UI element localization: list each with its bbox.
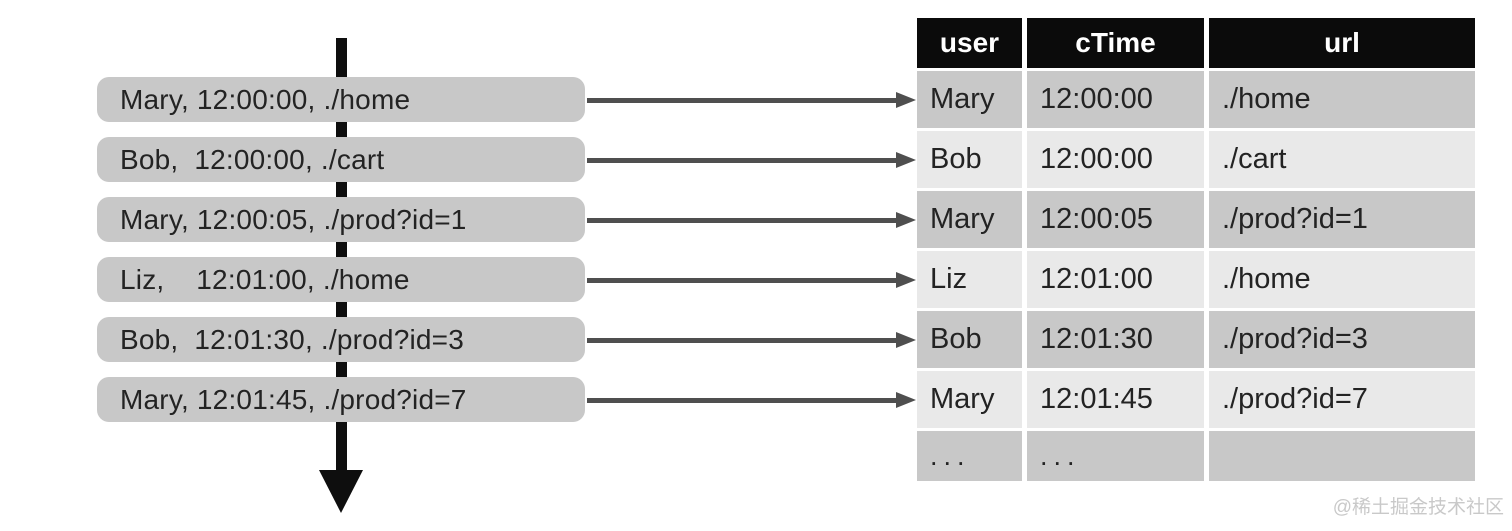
event-box: Mary, 12:01:45, ./prod?id=7 (97, 377, 585, 422)
event-box: Liz, 12:01:00, ./home (97, 257, 585, 302)
column-header-user: user (917, 18, 1022, 68)
log-table: user cTime url Mary 12:00:00 ./home Bob … (917, 18, 1475, 481)
arrow-line (587, 338, 900, 343)
column-header-url: url (1209, 18, 1475, 68)
arrow-line (587, 98, 900, 103)
cell-user: Bob (917, 311, 1022, 368)
event-box: Bob, 12:00:00, ./cart (97, 137, 585, 182)
event-box: Bob, 12:01:30, ./prod?id=3 (97, 317, 585, 362)
arrow-head-icon (896, 92, 916, 108)
flow-arrow-icon (587, 212, 916, 228)
cell-ctime-ellipsis: ... (1027, 431, 1204, 481)
cell-url: ./home (1209, 251, 1475, 308)
arrow-line (587, 158, 900, 163)
arrow-line (587, 278, 900, 283)
event-box: Mary, 12:00:00, ./home (97, 77, 585, 122)
cell-user: Bob (917, 131, 1022, 188)
flow-arrow-icon (587, 92, 916, 108)
timeline-line (336, 38, 347, 470)
event-label: Mary, 12:00:00, ./home (120, 83, 411, 115)
arrow-line (587, 218, 900, 223)
arrow-head-icon (896, 332, 916, 348)
timeline-arrowhead-icon (319, 470, 363, 513)
cell-ctime: 12:00:00 (1027, 71, 1204, 128)
cell-url-empty (1209, 431, 1475, 481)
cell-url: ./cart (1209, 131, 1475, 188)
cell-ctime: 12:01:45 (1027, 371, 1204, 428)
cell-url: ./prod?id=7 (1209, 371, 1475, 428)
flow-arrow-icon (587, 152, 916, 168)
cell-ctime: 12:00:05 (1027, 191, 1204, 248)
arrow-head-icon (896, 392, 916, 408)
event-label: Bob, 12:00:00, ./cart (120, 143, 385, 175)
cell-url: ./prod?id=3 (1209, 311, 1475, 368)
arrow-head-icon (896, 272, 916, 288)
cell-user: Mary (917, 191, 1022, 248)
cell-ctime: 12:00:00 (1027, 131, 1204, 188)
event-label: Bob, 12:01:30, ./prod?id=3 (120, 323, 464, 355)
event-label: Mary, 12:00:05, ./prod?id=1 (120, 203, 467, 235)
column-header-ctime: cTime (1027, 18, 1204, 68)
flow-arrow-icon (587, 332, 916, 348)
arrow-head-icon (896, 212, 916, 228)
cell-ctime: 12:01:30 (1027, 311, 1204, 368)
event-box: Mary, 12:00:05, ./prod?id=1 (97, 197, 585, 242)
watermark: @稀土掘金技术社区 (1332, 497, 1504, 518)
cell-user: Mary (917, 371, 1022, 428)
flow-arrow-icon (587, 272, 916, 288)
event-label: Liz, 12:01:00, ./home (120, 263, 410, 295)
arrow-line (587, 398, 900, 403)
event-label: Mary, 12:01:45, ./prod?id=7 (120, 383, 467, 415)
flow-arrow-icon (587, 392, 916, 408)
cell-user: Liz (917, 251, 1022, 308)
cell-url: ./home (1209, 71, 1475, 128)
cell-url: ./prod?id=1 (1209, 191, 1475, 248)
cell-user-ellipsis: ... (917, 431, 1022, 481)
cell-ctime: 12:01:00 (1027, 251, 1204, 308)
cell-user: Mary (917, 71, 1022, 128)
arrow-head-icon (896, 152, 916, 168)
